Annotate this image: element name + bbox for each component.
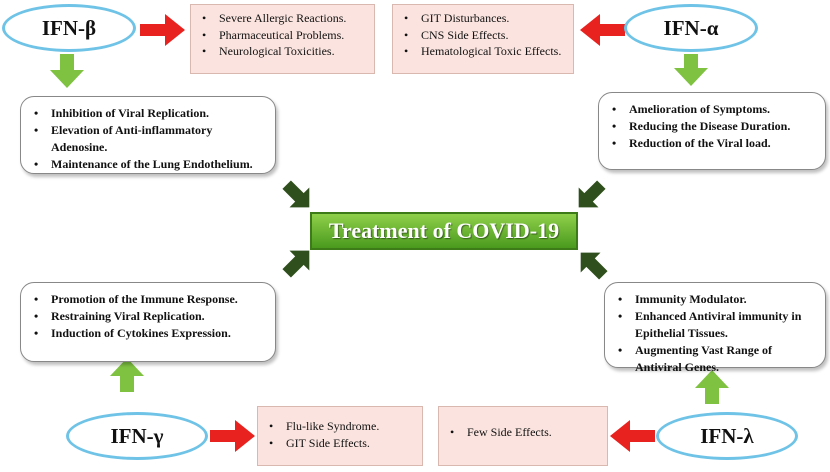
ifn-gamma-side-effects: Flu-like Syndrome. GIT Side Effects.: [257, 406, 423, 466]
list-item: GIT Side Effects.: [260, 435, 414, 452]
list-item: Immunity Modulator.: [609, 291, 817, 308]
ifn-alpha-side-effects: GIT Disturbances. CNS Side Effects. Hema…: [392, 4, 574, 74]
red-arrow-beta: [140, 14, 185, 46]
list-item: Induction of Cytokines Expression.: [25, 325, 267, 342]
list-item: Pharmaceutical Problems.: [193, 27, 366, 44]
ifn-beta-oval: IFN-β: [2, 4, 136, 52]
list-item: Severe Allergic Reactions.: [193, 10, 366, 27]
green-arrow-alpha: [674, 54, 708, 86]
green-arrow-lambda: [695, 370, 729, 404]
green-arrow-beta: [50, 54, 84, 88]
ifn-beta-side-effects: Severe Allergic Reactions. Pharmaceutica…: [190, 4, 375, 74]
list-item: Promotion of the Immune Response.: [25, 291, 267, 308]
ifn-lambda-benefits: Immunity Modulator. Enhanced Antiviral i…: [604, 282, 826, 374]
list-item: Inhibition of Viral Replication.: [25, 105, 267, 122]
list-item: Reducing the Disease Duration.: [603, 118, 817, 135]
dark-arrow-beta: [282, 180, 310, 208]
list-item: Flu-like Syndrome.: [260, 418, 414, 435]
list-item: CNS Side Effects.: [395, 27, 565, 44]
list-item: Maintenance of the Lung Endothelium.: [25, 156, 267, 173]
ifn-lambda-label: IFN-λ: [700, 423, 754, 448]
ifn-lambda-side-effects: Few Side Effects.: [438, 406, 608, 466]
ifn-gamma-label: IFN-γ: [110, 423, 164, 448]
list-item: Elevation of Anti-inflammatory Adenosine…: [25, 122, 267, 156]
dark-arrow-gamma: [282, 250, 310, 278]
ifn-lambda-oval: IFN-λ: [656, 412, 798, 460]
ifn-gamma-oval: IFN-γ: [66, 412, 208, 460]
list-item: Reduction of the Viral load.: [603, 135, 817, 152]
ifn-gamma-benefits: Promotion of the Immune Response. Restra…: [20, 282, 276, 362]
red-arrow-lambda: [610, 420, 655, 452]
dark-arrow-lambda: [580, 252, 608, 280]
ifn-beta-label: IFN-β: [41, 15, 97, 40]
ifn-beta-benefits: Inhibition of Viral Replication. Elevati…: [20, 96, 276, 174]
center-title: Treatment of COVID-19: [328, 218, 560, 243]
red-arrow-gamma: [210, 420, 255, 452]
ifn-alpha-benefits: Amelioration of Symptoms. Reducing the D…: [598, 92, 826, 170]
list-item: Neurological Toxicities.: [193, 43, 366, 60]
list-item: Augmenting Vast Range of Antiviral Genes…: [609, 342, 817, 376]
list-item: Enhanced Antiviral immunity in Epithelia…: [609, 308, 817, 342]
list-item: Hematological Toxic Effects.: [395, 43, 565, 60]
treatment-center-box: Treatment of COVID-19: [310, 212, 578, 250]
list-item: Few Side Effects.: [441, 424, 599, 441]
list-item: GIT Disturbances.: [395, 10, 565, 27]
green-arrow-gamma: [110, 358, 144, 392]
dark-arrow-alpha: [578, 180, 606, 208]
list-item: Restraining Viral Replication.: [25, 308, 267, 325]
red-arrow-alpha: [580, 14, 625, 46]
ifn-alpha-label: IFN-α: [663, 15, 719, 40]
ifn-alpha-oval: IFN-α: [624, 4, 758, 52]
list-item: Amelioration of Symptoms.: [603, 101, 817, 118]
